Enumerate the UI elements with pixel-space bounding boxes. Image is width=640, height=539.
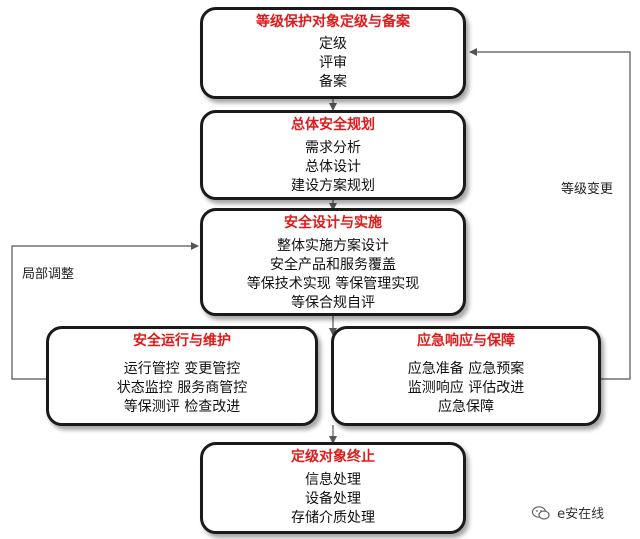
box-design-implementation: 安全设计与实施 整体实施方案设计 安全产品和服务覆盖 等保技术实现 等保管理实现… [200, 208, 466, 316]
box-emergency-line: 监测响应 评估改进 [407, 380, 525, 396]
box-planning-line: 总体设计 [305, 159, 361, 175]
box-grading-line: 评审 [319, 55, 347, 71]
box-grading-line: 备案 [319, 74, 347, 90]
watermark-text: e安在线 [557, 507, 605, 522]
box-grading-title: 等级保护对象定级与备案 [256, 14, 410, 30]
box-design-line: 等保合规自评 [291, 295, 375, 311]
box-termination: 定级对象终止 信息处理 设备处理 存储介质处理 [200, 442, 466, 534]
box-design-line: 整体实施方案设计 [277, 238, 389, 254]
box-planning-title: 总体安全规划 [291, 117, 375, 133]
box-emergency-line: 应急准备 应急预案 [407, 361, 525, 377]
box-termination-line: 设备处理 [305, 491, 361, 507]
box-operations-line: 状态监控 服务商管控 [116, 380, 248, 396]
arrow-level-change-loop [469, 48, 631, 380]
box-operations-maintenance: 安全运行与维护 运行管控 变更管控 状态监控 服务商管控 等保测评 检查改进 [46, 326, 318, 426]
box-planning-line: 需求分析 [305, 140, 361, 156]
box-design-title: 安全设计与实施 [284, 215, 382, 231]
label-local-adjust: 局部调整 [22, 267, 75, 282]
box-emergency-line: 应急保障 [438, 399, 494, 415]
watermark: e安在线 [531, 503, 605, 524]
box-emergency-response: 应急响应与保障 应急准备 应急预案 监测响应 评估改进 应急保障 [331, 326, 601, 426]
wechat-icon [531, 505, 550, 524]
box-operations-line: 运行管控 变更管控 [123, 361, 241, 377]
box-termination-line: 信息处理 [305, 472, 361, 488]
box-overall-planning: 总体安全规划 需求分析 总体设计 建设方案规划 [200, 110, 466, 200]
box-operations-title: 安全运行与维护 [133, 333, 231, 349]
box-design-line: 等保技术实现 等保管理实现 [246, 276, 420, 292]
box-emergency-title: 应急响应与保障 [417, 333, 515, 349]
box-termination-title: 定级对象终止 [291, 449, 375, 465]
box-operations-line: 等保测评 检查改进 [123, 399, 241, 415]
box-termination-line: 存储介质处理 [291, 510, 375, 526]
arrow-local-adjust-loop [11, 242, 199, 380]
box-planning-line: 建设方案规划 [291, 178, 375, 194]
box-grading-filing: 等级保护对象定级与备案 定级 评审 备案 [200, 7, 466, 99]
label-level-change: 等级变更 [561, 182, 614, 197]
box-design-line: 安全产品和服务覆盖 [270, 257, 396, 273]
box-grading-line: 定级 [319, 36, 347, 52]
